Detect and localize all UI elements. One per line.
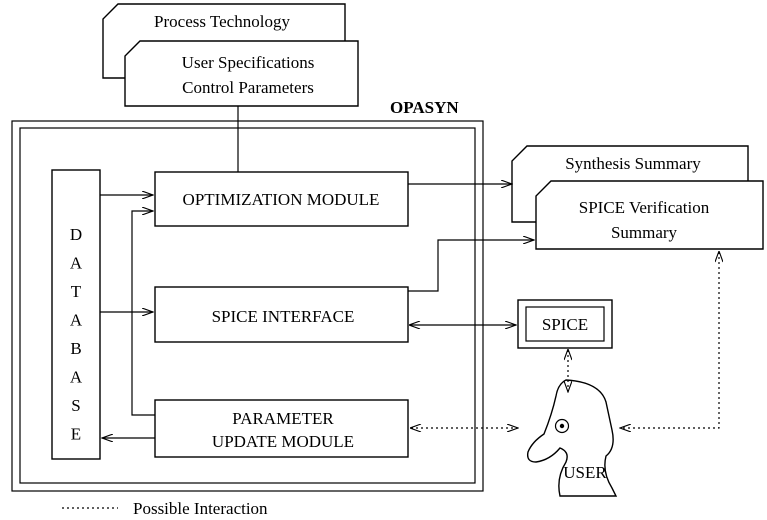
spice-interface-to-verification-arrow (408, 240, 534, 292)
control-parameters-label: Control Parameters (182, 78, 314, 97)
parameter-label: PARAMETER (232, 409, 334, 428)
opasyn-outer-frame (11, 120, 484, 492)
spice-verification-document: SPICE Verification Summary (535, 180, 764, 250)
process-technology-label: Process Technology (154, 12, 290, 31)
synthesis-summary-label: Synthesis Summary (565, 154, 701, 173)
verification-user-interaction (620, 252, 719, 428)
legend: Possible Interaction (62, 499, 268, 518)
database-letter: A (70, 368, 83, 387)
spice-label: SPICE (542, 315, 588, 334)
spice-verification-label: SPICE Verification (579, 198, 710, 217)
database-letter: E (71, 425, 81, 444)
spice-box: SPICE (517, 299, 613, 349)
database-letter: A (70, 254, 83, 273)
optimization-module: OPTIMIZATION MODULE (154, 171, 409, 227)
user-specifications-document: User Specifications Control Parameters (124, 40, 359, 107)
database-letter: T (71, 282, 82, 301)
database-letter: S (71, 396, 80, 415)
database-letter: B (70, 339, 81, 358)
database-letter: D (70, 225, 82, 244)
optimization-module-label: OPTIMIZATION MODULE (183, 190, 380, 209)
legend-label: Possible Interaction (133, 499, 268, 518)
parameter-update-module: PARAMETER UPDATE MODULE (154, 399, 409, 458)
update-module-label: UPDATE MODULE (212, 432, 354, 451)
user-label: USER (563, 463, 607, 482)
opasyn-inner-frame (19, 127, 476, 484)
spice-verification-summary-label: Summary (611, 223, 678, 242)
user-figure: USER (526, 379, 618, 497)
update-to-optimization-loop (131, 211, 155, 416)
opasyn-title: OPASYN (390, 98, 459, 117)
database-letter: A (70, 311, 83, 330)
user-eye-icon (554, 418, 570, 434)
spice-interface-label: SPICE INTERFACE (212, 307, 355, 326)
spice-interface-module: SPICE INTERFACE (154, 286, 409, 343)
user-specifications-label: User Specifications (182, 53, 315, 72)
